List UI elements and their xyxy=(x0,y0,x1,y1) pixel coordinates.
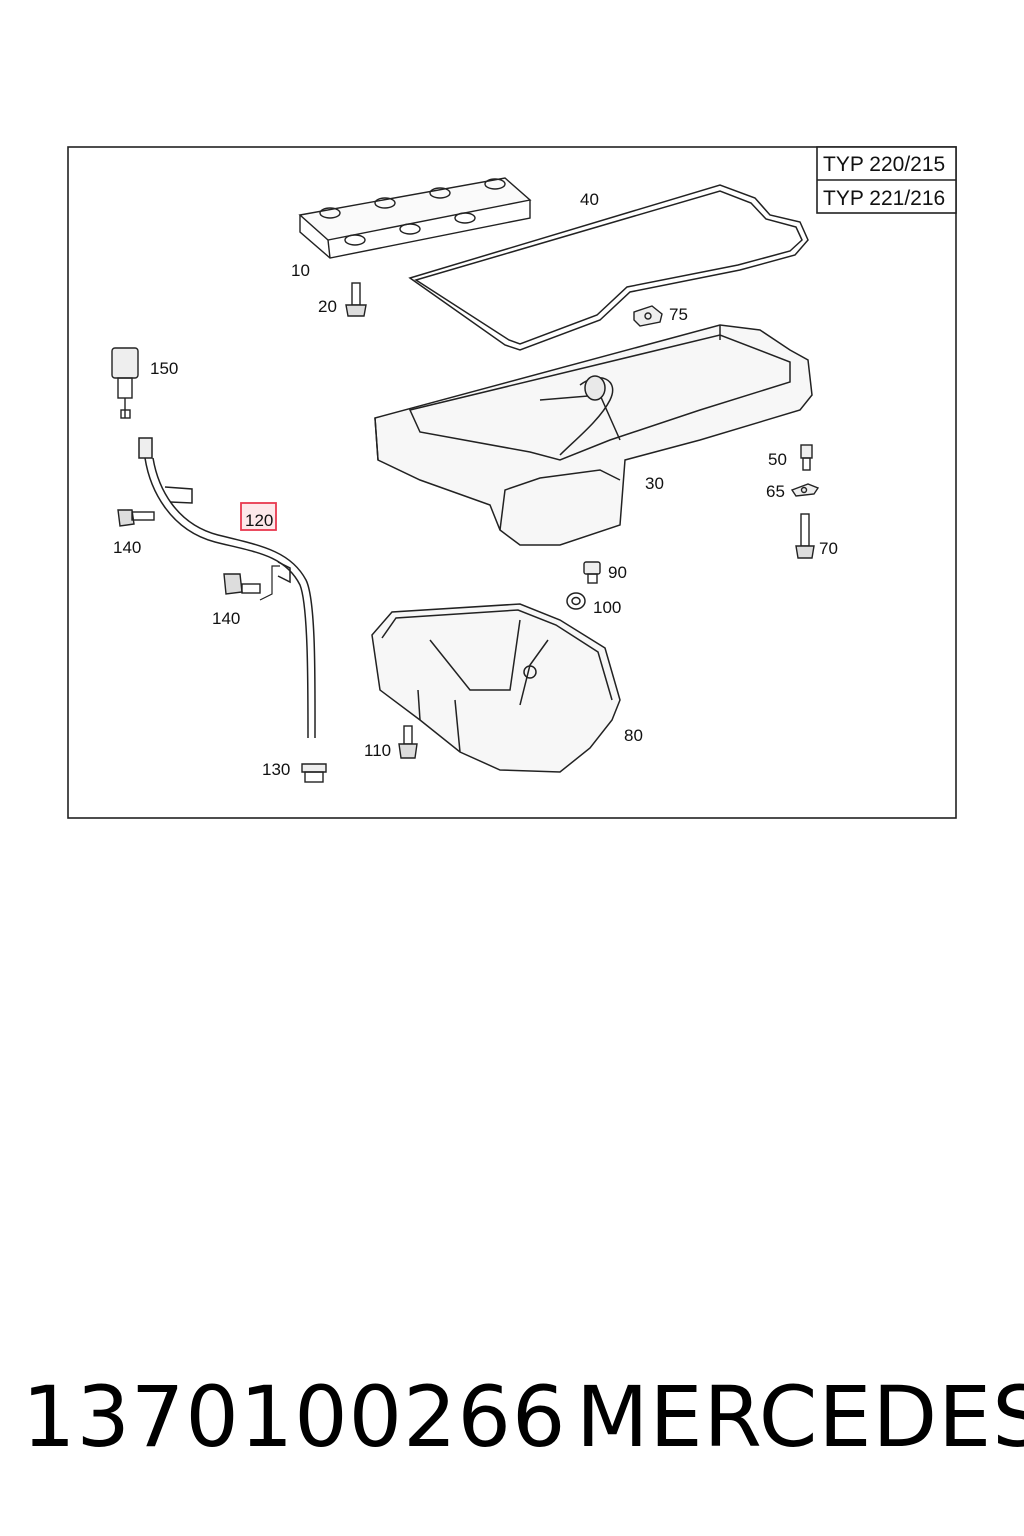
part-140-bolt-lower[interactable] xyxy=(223,565,280,601)
callout-90[interactable]: 90 xyxy=(608,563,627,582)
callout-120[interactable]: 120 xyxy=(245,511,273,530)
callout-65[interactable]: 65 xyxy=(766,482,785,501)
part-100-seal-ring[interactable] xyxy=(566,592,586,610)
part-20-bolt[interactable] xyxy=(345,282,367,317)
parts-diagram: TYP 220/215 TYP 221/216 xyxy=(67,146,957,819)
diagram-frame xyxy=(67,146,957,819)
brand-name: MERCEDES xyxy=(576,1368,1024,1466)
part-75-seal[interactable] xyxy=(633,305,663,327)
variant-legend: TYP 220/215 TYP 221/216 xyxy=(816,146,957,214)
part-30-upper-oil-pan[interactable] xyxy=(374,324,813,546)
callout-140-left[interactable]: 140 xyxy=(113,538,141,557)
callout-30[interactable]: 30 xyxy=(645,474,664,493)
part-110-bolt[interactable] xyxy=(398,725,418,759)
part-50-bolt[interactable] xyxy=(800,444,813,471)
callout-140-lower[interactable]: 140 xyxy=(212,609,240,628)
callout-100[interactable]: 100 xyxy=(593,598,621,617)
part-40-gasket[interactable] xyxy=(408,184,809,351)
part-140-bolt-left[interactable] xyxy=(117,509,155,527)
part-80-lower-oil-pan[interactable] xyxy=(371,603,621,773)
part-150-connector[interactable] xyxy=(111,347,139,419)
part-90-drain-plug[interactable] xyxy=(583,561,601,584)
highlight-box xyxy=(240,502,277,531)
callout-80[interactable]: 80 xyxy=(624,726,643,745)
callout-130[interactable]: 130 xyxy=(262,760,290,779)
callout-50[interactable]: 50 xyxy=(768,450,787,469)
part-120-guide-tube[interactable] xyxy=(138,437,316,739)
callout-20[interactable]: 20 xyxy=(318,297,337,316)
caption: 1370100266 MERCEDES xyxy=(0,1362,1024,1472)
variant-typ-221-216: TYP 221/216 xyxy=(823,187,945,210)
callout-70[interactable]: 70 xyxy=(819,539,838,558)
part-130-plug[interactable] xyxy=(301,763,327,783)
part-10-baffle-plate[interactable] xyxy=(298,177,532,259)
callout-150[interactable]: 150 xyxy=(150,359,178,378)
variant-typ-220-215: TYP 220/215 xyxy=(823,153,945,176)
part-number: 1370100266 xyxy=(22,1368,567,1466)
callout-110[interactable]: 110 xyxy=(364,741,391,760)
part-65-washer[interactable] xyxy=(790,483,820,497)
callout-10[interactable]: 10 xyxy=(291,261,310,280)
callout-75[interactable]: 75 xyxy=(669,305,688,324)
part-70-bolt[interactable] xyxy=(795,513,815,559)
callout-40[interactable]: 40 xyxy=(580,190,599,209)
